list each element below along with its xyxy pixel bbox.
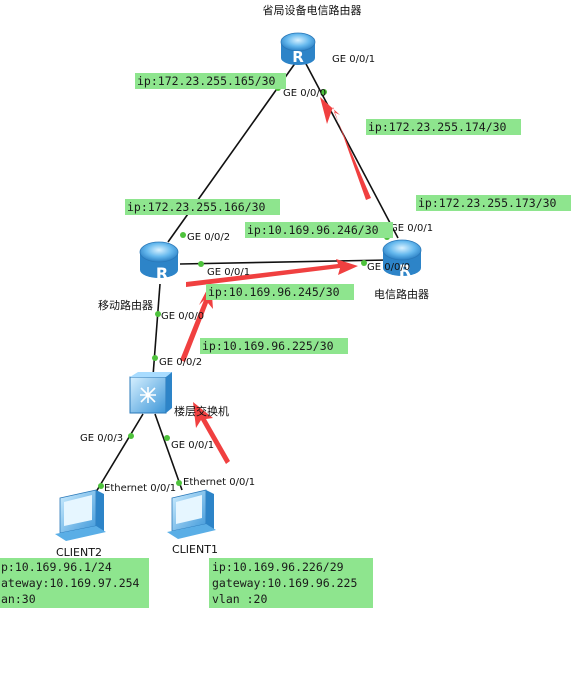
client1-label: CLIENT1 xyxy=(172,543,218,556)
svg-text:R: R xyxy=(156,264,168,283)
ip-label-core-ge000: ip:172.23.255.165/30 xyxy=(135,73,286,89)
arrow-client1-to-switch xyxy=(193,402,230,464)
port-label-telecom-ge001: GE 0/0/1 xyxy=(390,223,433,234)
ip-label-mobile-to-core: ip:172.23.255.166/30 xyxy=(125,199,280,215)
port-label-telecom-ge000: GE 0/0/0 xyxy=(367,262,410,273)
ip-label-telecom-to-core-2: ip:172.23.255.173/30 xyxy=(416,195,571,211)
svg-text:R: R xyxy=(292,48,304,66)
client2-pc-icon[interactable] xyxy=(55,489,106,541)
client1-vlan: vlan :20 xyxy=(212,592,267,606)
client1-pc-icon[interactable] xyxy=(167,489,216,539)
client2-info-box: p:10.169.96.1/24 ateway:10.169.97.254 an… xyxy=(0,558,149,608)
ip-label-mobile-to-switch: ip:10.169.96.225/30 xyxy=(200,338,348,354)
port-dot-mobile-ge000 xyxy=(155,311,161,317)
port-label-switch-ge003: GE 0/0/3 xyxy=(80,433,123,444)
arrow-mobile-to-telecom xyxy=(186,259,358,287)
client2-vlan: an:30 xyxy=(1,592,36,606)
port-label-core-ge000: GE 0/0/0 xyxy=(283,88,326,99)
core-router-icon[interactable]: R xyxy=(280,32,316,66)
client1-info-box: ip:10.169.96.226/29 gateway:10.169.96.22… xyxy=(209,558,373,608)
port-label-client1-eth: Ethernet 0/0/1 xyxy=(183,477,255,488)
port-dot-switch-ge001 xyxy=(164,435,170,441)
port-label-mobile-ge000: GE 0/0/0 xyxy=(161,311,204,322)
client1-ip: ip:10.169.96.226/29 xyxy=(212,560,344,574)
link-core-telecom xyxy=(304,61,399,239)
port-dot-core-ge000-right xyxy=(321,89,327,95)
port-dot-switch-ge002 xyxy=(152,355,158,361)
client1-gateway: gateway:10.169.96.225 xyxy=(212,576,357,590)
port-label-client2-eth: Ethernet 0/0/1 xyxy=(104,483,176,494)
switch-label: 楼层交换机 xyxy=(174,404,229,418)
svg-text:ip:172.23.255.174/30: ip:172.23.255.174/30 xyxy=(368,120,507,134)
link-switch-client2 xyxy=(95,413,144,493)
port-dot-telecom-ge000 xyxy=(361,260,367,266)
link-mobile-telecom xyxy=(179,259,389,265)
port-label-mobile-ge001: GE 0/0/1 xyxy=(207,267,250,278)
ip-label-mobile-to-telecom: ip:10.169.96.245/30 xyxy=(206,284,354,300)
svg-text:ip:172.23.255.173/30: ip:172.23.255.173/30 xyxy=(418,196,557,210)
port-dot-mobile-ge001 xyxy=(198,261,204,267)
ip-label-telecom-to-core: ip:172.23.255.174/30 xyxy=(366,119,521,135)
client2-gateway: ateway:10.169.97.254 xyxy=(1,576,140,590)
telecom-router-icon[interactable]: R xyxy=(382,239,422,280)
port-dot-mobile-ge002 xyxy=(180,232,186,238)
client2-label: CLIENT2 xyxy=(56,546,102,559)
port-label-core-ge001: GE 0/0/1 xyxy=(332,54,375,65)
link-switch-client1 xyxy=(154,413,183,491)
svg-text:R: R xyxy=(399,261,411,280)
telecom-router-label: 电信路由器 xyxy=(374,287,429,301)
svg-text:ip:172.23.255.166/30: ip:172.23.255.166/30 xyxy=(127,200,266,214)
core-router-label: 省局设备电信路由器 xyxy=(263,3,362,17)
port-dot-client2-eth xyxy=(98,483,104,489)
svg-text:ip:10.169.96.246/30: ip:10.169.96.246/30 xyxy=(247,223,379,237)
mobile-router-icon[interactable]: R xyxy=(139,241,179,283)
port-label-switch-ge002: GE 0/0/2 xyxy=(159,357,202,368)
arrow-telecom-to-core xyxy=(320,97,371,200)
arrow-switch-to-mobile xyxy=(180,282,213,362)
ip-label-telecom-to-mobile: ip:10.169.96.246/30 xyxy=(245,222,393,238)
mobile-router-label: 移动路由器 xyxy=(98,298,153,312)
port-dot-switch-ge003 xyxy=(128,433,134,439)
svg-text:ip:10.169.96.245/30: ip:10.169.96.245/30 xyxy=(208,285,340,299)
port-label-mobile-ge002: GE 0/0/2 xyxy=(187,232,230,243)
svg-text:ip:10.169.96.225/30: ip:10.169.96.225/30 xyxy=(202,339,334,353)
port-label-switch-ge001: GE 0/0/1 xyxy=(171,440,214,451)
switch-icon[interactable] xyxy=(129,372,172,414)
client2-ip: p:10.169.96.1/24 xyxy=(1,560,112,574)
svg-text:ip:172.23.255.165/30: ip:172.23.255.165/30 xyxy=(137,74,276,88)
port-dot-client1-eth xyxy=(176,480,182,486)
